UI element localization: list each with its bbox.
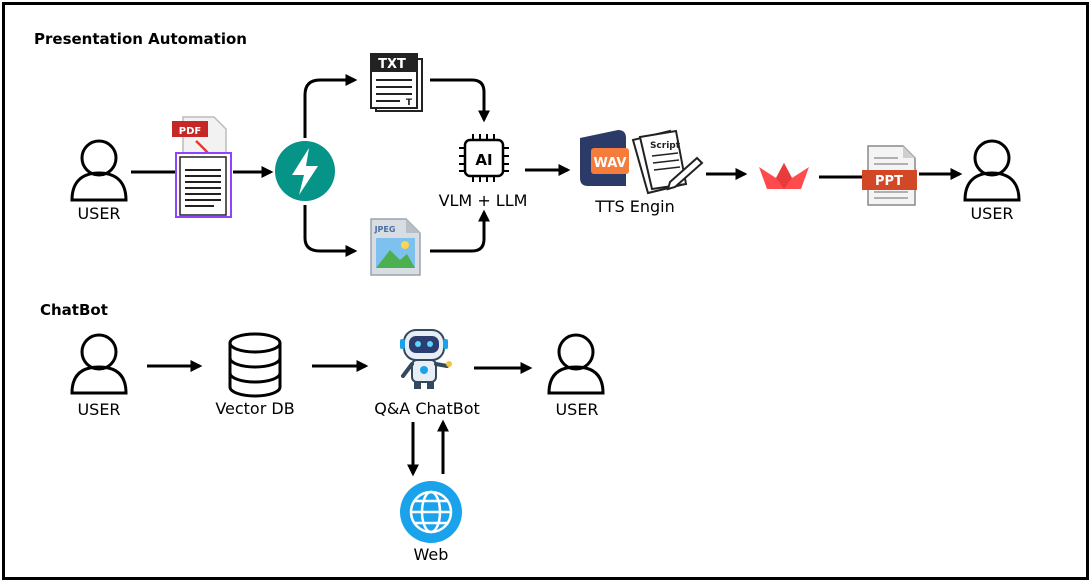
- ppt-document-icon: PPT: [862, 145, 917, 206]
- user-out-label: USER: [970, 204, 1013, 223]
- arrow-jpeg-to-ai: [430, 209, 490, 253]
- robot-chatbot-icon: [400, 329, 452, 389]
- ai-chip-icon: AI: [459, 134, 509, 182]
- wav-audio-icon: WAV: [580, 130, 629, 186]
- vlm-llm-label: VLM + LLM: [439, 191, 528, 210]
- web-label: Web: [414, 545, 449, 564]
- arrow-txt-to-ai: [430, 78, 490, 123]
- svg-text:PDF: PDF: [179, 126, 201, 137]
- arrow-fastapi-to-jpeg: [303, 205, 358, 257]
- user-icon: [70, 333, 128, 395]
- chatbot-user-in-label: USER: [77, 400, 120, 419]
- web-globe-icon: [400, 481, 462, 543]
- svg-text:TXT: TXT: [378, 57, 406, 72]
- database-icon: [228, 332, 282, 398]
- qa-chatbot-label: Q&A ChatBot: [374, 399, 480, 418]
- pdf-document-icon: PDF: [172, 116, 232, 218]
- user-icon: [70, 139, 128, 202]
- script-document-icon: Script: [631, 129, 704, 195]
- tts-engine-label: TTS Engin: [594, 197, 675, 216]
- user-icon: [547, 333, 605, 395]
- jpeg-image-icon: JPEG: [370, 218, 421, 276]
- svg-text:AI: AI: [475, 151, 492, 169]
- chatbot-user-out-label: USER: [555, 400, 598, 419]
- svg-text:Script: Script: [650, 141, 681, 151]
- svg-text:T: T: [406, 98, 413, 108]
- chatbot-section-title: ChatBot: [40, 301, 108, 319]
- user-in-label: USER: [77, 204, 120, 223]
- fastapi-logo-icon: [275, 141, 335, 201]
- txt-document-icon: TXT T: [370, 53, 423, 112]
- svg-text:WAV: WAV: [594, 156, 627, 171]
- user-icon: [963, 139, 1021, 202]
- svg-text:PPT: PPT: [875, 174, 903, 189]
- arrow-fastapi-to-txt: [303, 74, 358, 138]
- vector-db-label: Vector DB: [215, 399, 294, 418]
- svg-text:JPEG: JPEG: [374, 225, 396, 234]
- streamlit-logo-icon: [759, 163, 809, 189]
- presentation-section-title: Presentation Automation: [34, 30, 247, 48]
